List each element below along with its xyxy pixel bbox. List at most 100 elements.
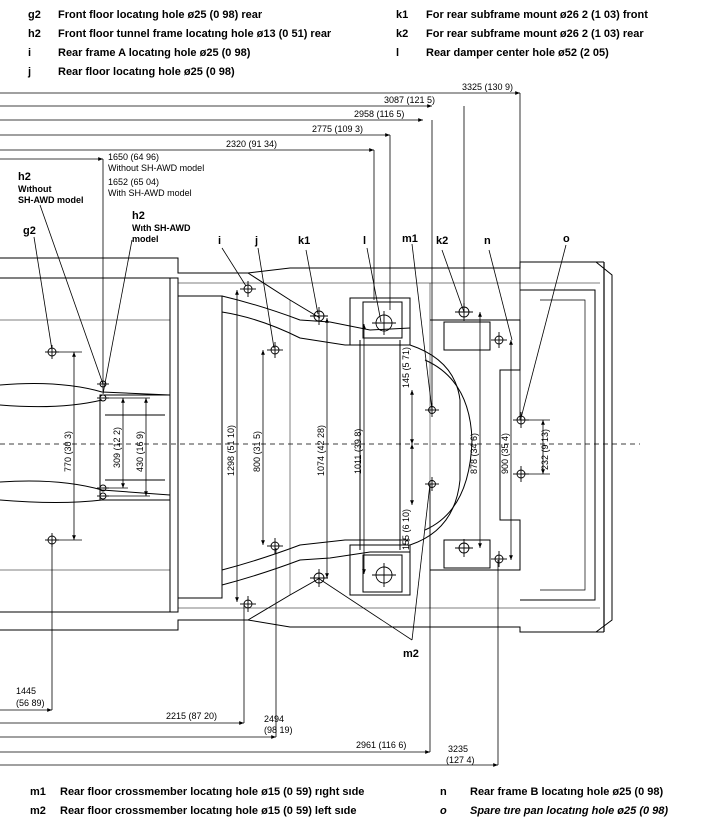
locating-holes (45, 281, 529, 612)
dim-1445-in: (56 89) (16, 698, 45, 708)
legend-top-left: g2 Front floor locatıng hole ø25 (0 98) r… (28, 6, 331, 82)
hole-h2-b (97, 394, 109, 402)
dim-2494-in: (98 19) (264, 725, 293, 735)
hole-i-left (240, 596, 256, 612)
legend-text: Front floor tunnel frame locatıng hole ø… (58, 28, 332, 40)
legend-item-l: l Rear damper center hole ø52 (2 05) (396, 44, 648, 63)
label-h2-with: h2 (132, 210, 145, 222)
legend-item-g2: g2 Front floor locatıng hole ø25 (0 98) r… (28, 6, 331, 25)
label-m1: m1 (402, 233, 418, 245)
label-m2: m2 (403, 648, 419, 660)
legend-code: m1 (30, 786, 46, 798)
legend-text: Rear floor crossmember locatıng hole ø15… (60, 805, 357, 817)
dim-155: 155 (6 10) (401, 509, 411, 550)
dim-3087: 3087 (121 5) (384, 95, 435, 105)
hole-m1 (425, 403, 439, 417)
legend-item-m2: m2 Rear floor crossmember locatıng hole ø… (30, 802, 364, 821)
legend-top-right: k1 For rear subframe mount ø26 2 (1 03) f… (396, 6, 648, 63)
hole-k2-right (455, 303, 473, 321)
dim-430: 430 (16 9) (135, 431, 145, 472)
dim-1650-note: Without SH-AWD model (108, 163, 204, 173)
dim-2775: 2775 (109 3) (312, 124, 363, 134)
legend-code: l (396, 47, 400, 59)
hole-j-right (267, 342, 283, 358)
legend-code: k1 (396, 9, 409, 21)
dim-2494: 2494 (264, 714, 284, 724)
note-h2-with-2: model (132, 234, 159, 244)
dimension-text-vertical: 770 (30 3) 309 (12 2) 430 (16 9) 1298 (5… (63, 347, 550, 550)
hole-m2 (425, 477, 439, 491)
legend-code: h2 (28, 28, 41, 40)
label-o: o (563, 233, 570, 245)
hole-g2-left (45, 533, 59, 547)
dim-1298: 1298 (51 10) (226, 425, 236, 476)
legend-item-o: o Spare tıre pan locatıng hole ø25 (0 98) (440, 802, 668, 821)
hole-o-right (513, 412, 529, 428)
hole-g2-right (45, 345, 59, 359)
dim-309: 309 (12 2) (112, 427, 122, 468)
legend-code: o (440, 805, 447, 817)
legend-code: n (440, 786, 447, 798)
hole-n-left (491, 551, 507, 567)
hole-o-left (513, 466, 529, 482)
label-g2: g2 (23, 225, 36, 237)
dim-770: 770 (30 3) (63, 431, 73, 472)
legend-text: Spare tıre pan locatıng hole ø25 (0 98) (470, 805, 669, 817)
dim-232: 232 (9 13) (540, 429, 550, 470)
dim-1650: 1650 (64 96) (108, 152, 159, 162)
legend-code: j (28, 66, 32, 78)
dimension-lines (0, 91, 567, 767)
dim-2961: 2961 (116 6) (356, 740, 406, 750)
legend-text: Rear damper center hole ø52 (2 05) (426, 47, 609, 59)
legend-text: Rear frame B locatıng hole ø25 (0 98) (470, 786, 664, 798)
legend-item-n: n Rear frame B locatıng hole ø25 (0 98) (440, 783, 668, 802)
dim-1011: 1011 (39 8) (353, 429, 363, 474)
dim-1445: 1445 (16, 686, 36, 696)
dim-1074: 1074 (42 28) (316, 425, 326, 476)
hole-k1-right (310, 307, 328, 325)
note-h2-with-1: Wıth SH-AWD (132, 223, 191, 233)
dimension-text-bottom: 1445 (56 89) 2215 (87 20) 2494 (98 19) 2… (16, 686, 475, 765)
legend-item-m1: m1 Rear floor crossmember locatıng hole ø… (30, 783, 364, 802)
legend-code: m2 (30, 805, 46, 817)
legend-code: g2 (28, 9, 41, 21)
hole-h2-d (97, 492, 109, 500)
label-j: j (254, 235, 258, 247)
dim-2320: 2320 (91 34) (226, 139, 277, 149)
dim-1652: 1652 (65 04) (108, 177, 159, 187)
dim-2215: 2215 (87 20) (166, 711, 217, 721)
label-h2-without: h2 (18, 171, 31, 183)
legend-text: Rear floor crossmember locatıng hole ø15… (60, 786, 365, 798)
legend-text: Front floor locatıng hole ø25 (0 98) rea… (58, 9, 263, 21)
point-labels: g2 h2 Wıthout SH-AWD model h2 Wıth SH-AW… (18, 171, 570, 660)
hole-k1-left (310, 569, 328, 587)
label-l: l (363, 235, 366, 247)
legend-item-h2: h2 Front floor tunnel frame locatıng hole… (28, 25, 331, 44)
hole-i-right (240, 281, 256, 297)
legend-item-j: j Rear floor locatıng hole ø25 (0 98) (28, 63, 331, 82)
hole-l-left (372, 563, 396, 587)
legend-text: Rear floor locatıng hole ø25 (0 98) (58, 66, 235, 78)
hole-k2-left (455, 539, 473, 557)
note-h2-without-1: Wıthout (18, 184, 51, 194)
dim-2958: 2958 (116 5) (354, 109, 404, 119)
dim-800: 800 (31 5) (252, 431, 262, 472)
legend-code: k2 (396, 28, 409, 40)
label-i: i (218, 235, 221, 247)
dim-3235: 3235 (448, 744, 468, 754)
label-k2: k2 (436, 235, 448, 247)
dimension-text-top: 3325 (130 9) 3087 (121 5) 2958 (116 5) 2… (108, 82, 513, 198)
dim-145: 145 (5 71) (401, 347, 411, 388)
legend-bottom-right: n Rear frame B locatıng hole ø25 (0 98) o… (440, 783, 668, 821)
hole-h2-a (97, 380, 109, 388)
legend-text: For rear subframe mount ø26 2 (1 03) fro… (426, 9, 648, 21)
dim-878: 878 (34 6) (469, 433, 479, 474)
legend-item-k1: k1 For rear subframe mount ø26 2 (1 03) f… (396, 6, 648, 25)
hole-l-right (372, 311, 396, 335)
label-k1: k1 (298, 235, 310, 247)
dim-3325: 3325 (130 9) (462, 82, 513, 92)
hole-n-right (491, 332, 507, 348)
